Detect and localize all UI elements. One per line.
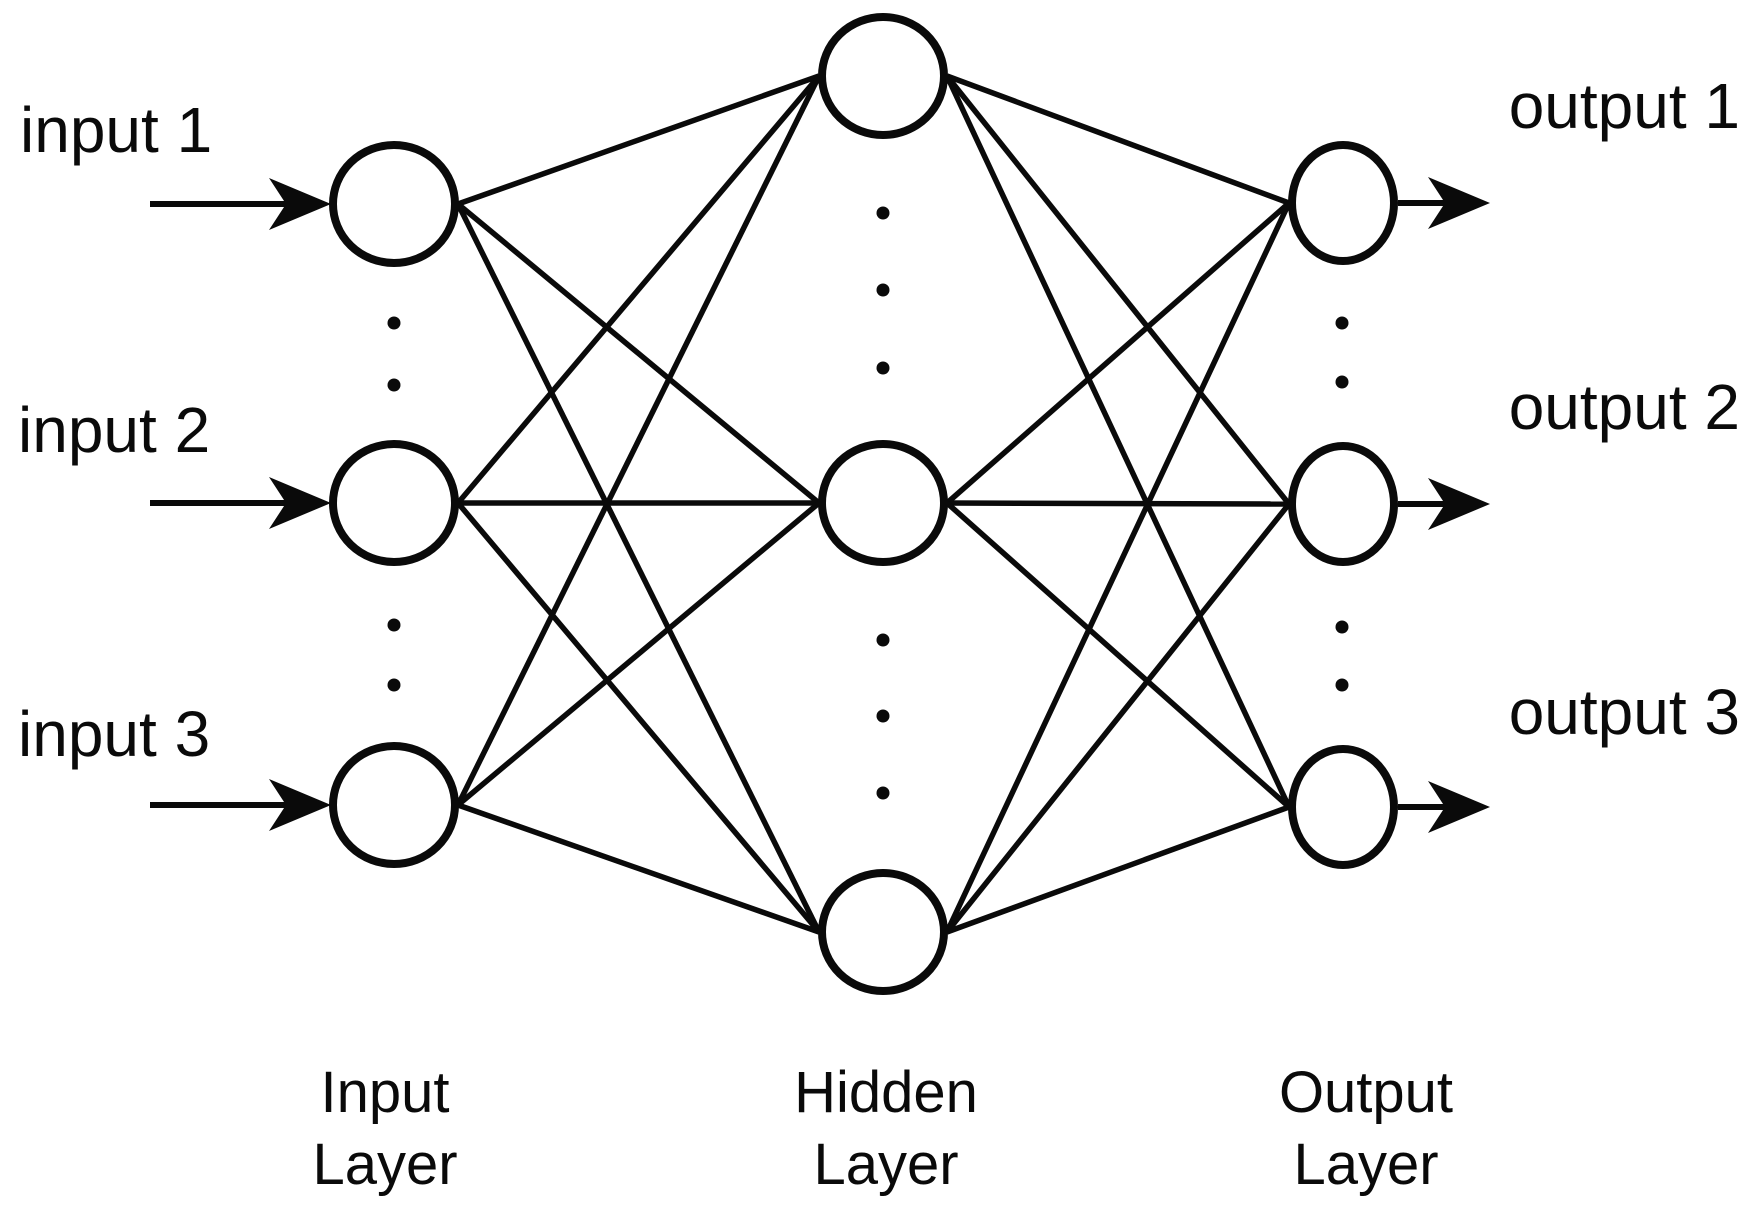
- ellipsis-dot-col1: [387, 678, 401, 692]
- edge-input1-hidden1: [457, 73, 820, 207]
- node-output-2: [1288, 442, 1398, 566]
- node-input-1: [329, 141, 459, 267]
- ellipsis-dot-col2: [876, 361, 890, 375]
- node-hidden-3: [818, 869, 948, 995]
- edge-input2-hidden1: [455, 74, 822, 505]
- output-3-label: output 3: [1509, 676, 1740, 748]
- edge-hidden2-output2: [946, 500, 1290, 507]
- input-arrow-3-head: [269, 779, 331, 831]
- output-arrow-1-head: [1428, 177, 1490, 229]
- ellipsis-dot-col2: [876, 206, 890, 220]
- layer-label-input-line2: Layer: [312, 1132, 457, 1197]
- output-arrow-2-head: [1428, 478, 1490, 530]
- edge-input1-hidden3: [455, 202, 822, 934]
- edge-hidden3-output3: [946, 804, 1290, 935]
- edge-input3-hidden3: [457, 802, 820, 935]
- nodes-layer: [329, 13, 1398, 995]
- edge-input1-hidden2: [456, 201, 821, 506]
- input-arrow-1-head: [269, 178, 331, 230]
- input-arrow-2-head: [269, 477, 331, 529]
- ellipsis-dot-col2: [876, 786, 890, 800]
- ellipsis-dot-col1: [387, 378, 401, 392]
- text-layer: input 1 input 2 input 3 output 1 output …: [18, 70, 1740, 1197]
- input-2-label: input 2: [18, 394, 210, 466]
- output-arrow-3-head: [1428, 781, 1490, 833]
- layer-label-input-line1: Input: [321, 1060, 450, 1125]
- edge-hidden3-output2: [944, 502, 1292, 934]
- layer-label-hidden-line2: Layer: [813, 1132, 958, 1197]
- ellipsis-dot-col2: [876, 283, 890, 297]
- layer-label-hidden-line1: Hidden: [794, 1060, 978, 1125]
- edge-hidden2-output3: [945, 500, 1291, 810]
- node-hidden-2: [818, 440, 948, 566]
- input-1-label: input 1: [20, 94, 212, 166]
- node-input-3: [329, 742, 459, 868]
- node-output-1: [1288, 141, 1398, 265]
- edges-layer: [455, 73, 1292, 935]
- output-1-label: output 1: [1509, 70, 1740, 142]
- layer-label-output-line1: Output: [1279, 1060, 1453, 1125]
- edge-hidden1-output2: [944, 74, 1292, 506]
- input-3-label: input 3: [18, 698, 210, 770]
- layer-label-output-line2: Layer: [1293, 1132, 1438, 1197]
- edge-input2-hidden3: [455, 501, 822, 934]
- node-input-2: [329, 440, 459, 566]
- ellipsis-dot-col3: [1335, 375, 1349, 389]
- ellipsis-dot-col3: [1335, 678, 1349, 692]
- edge-hidden2-output1: [945, 200, 1291, 506]
- ellipsis-dot-col2: [876, 633, 890, 647]
- ellipsis-dot-col3: [1335, 316, 1349, 330]
- edge-hidden3-output1: [944, 201, 1292, 934]
- edge-hidden1-output1: [946, 73, 1290, 206]
- edge-hidden1-output3: [944, 74, 1292, 809]
- ellipsis-dot-col1: [387, 618, 401, 632]
- edge-input3-hidden1: [455, 74, 822, 807]
- output-2-label: output 2: [1509, 371, 1740, 443]
- ellipsis-dot-col3: [1335, 620, 1349, 634]
- node-output-3: [1288, 745, 1398, 869]
- arrows-layer: [150, 177, 1490, 833]
- ellipsis-dot-col1: [387, 316, 401, 330]
- edge-input3-hidden2: [456, 500, 821, 808]
- node-hidden-1: [818, 13, 948, 139]
- dots-layer: [387, 206, 1349, 800]
- ellipsis-dot-col2: [876, 709, 890, 723]
